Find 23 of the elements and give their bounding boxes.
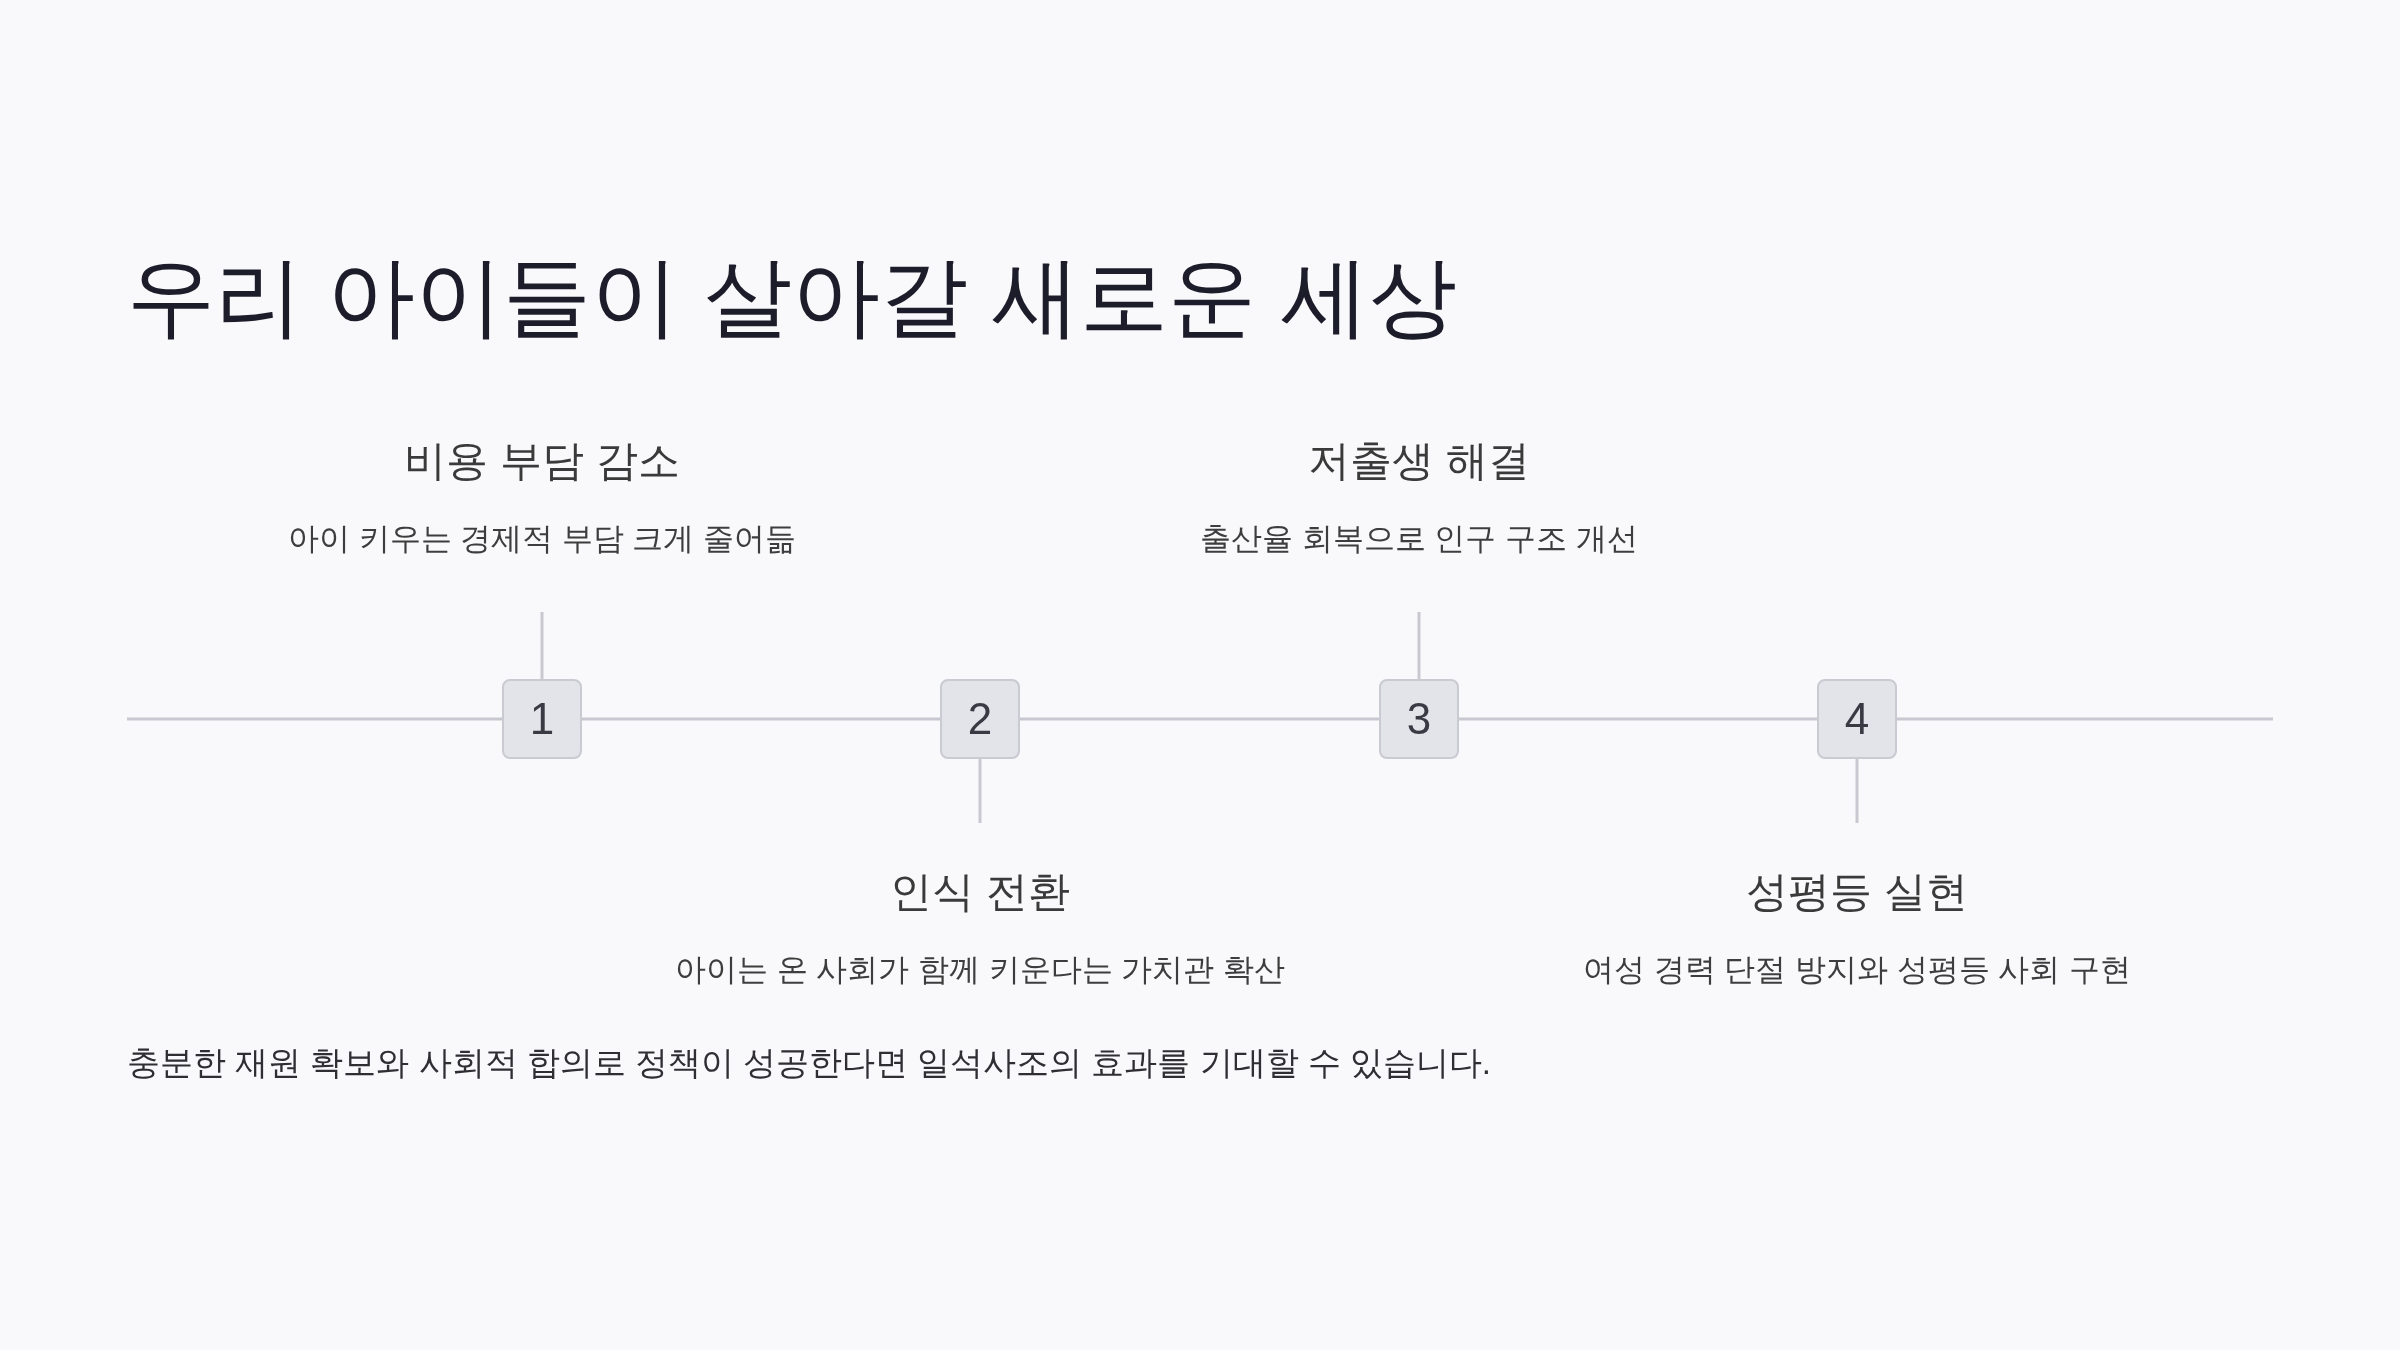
timeline-line <box>127 717 502 721</box>
milestone-heading: 저출생 해결 <box>1308 436 1530 486</box>
title: 우리 아이들이 살아갈 새로운 세상 <box>127 246 1457 348</box>
timeline-line <box>1855 759 1859 823</box>
timeline-line <box>1459 717 1817 721</box>
caption: 충분한 재원 확보와 사회적 합의로 정책이 성공한다면 일석사조의 효과를 기대할 수 있습니다. <box>127 1043 1492 1083</box>
milestone-description: 여성 경력 단절 방지와 성평등 사회 구현 <box>1583 950 2131 989</box>
step-number-box: 4 <box>1817 679 1897 759</box>
milestone-heading: 인식 전환 <box>890 867 1070 917</box>
milestone-description: 아이 키우는 경제적 부담 크게 줄어듦 <box>287 519 797 558</box>
milestone-heading: 성평등 실현 <box>1746 867 1968 917</box>
step-number-box: 3 <box>1379 679 1459 759</box>
timeline-line <box>582 717 940 721</box>
milestone-description: 아이는 온 사회가 함께 키운다는 가치관 확산 <box>675 950 1285 989</box>
timeline-line <box>978 759 982 823</box>
timeline-line <box>1897 717 2273 721</box>
milestone-description: 출산율 회복으로 인구 구조 개선 <box>1200 519 1638 558</box>
timeline-line <box>1417 612 1421 679</box>
step-number-box: 1 <box>502 679 582 759</box>
step-number-box: 2 <box>940 679 1020 759</box>
timeline-line <box>540 612 544 679</box>
timeline-line <box>1020 717 1379 721</box>
milestone-heading: 비용 부담 감소 <box>404 436 680 486</box>
